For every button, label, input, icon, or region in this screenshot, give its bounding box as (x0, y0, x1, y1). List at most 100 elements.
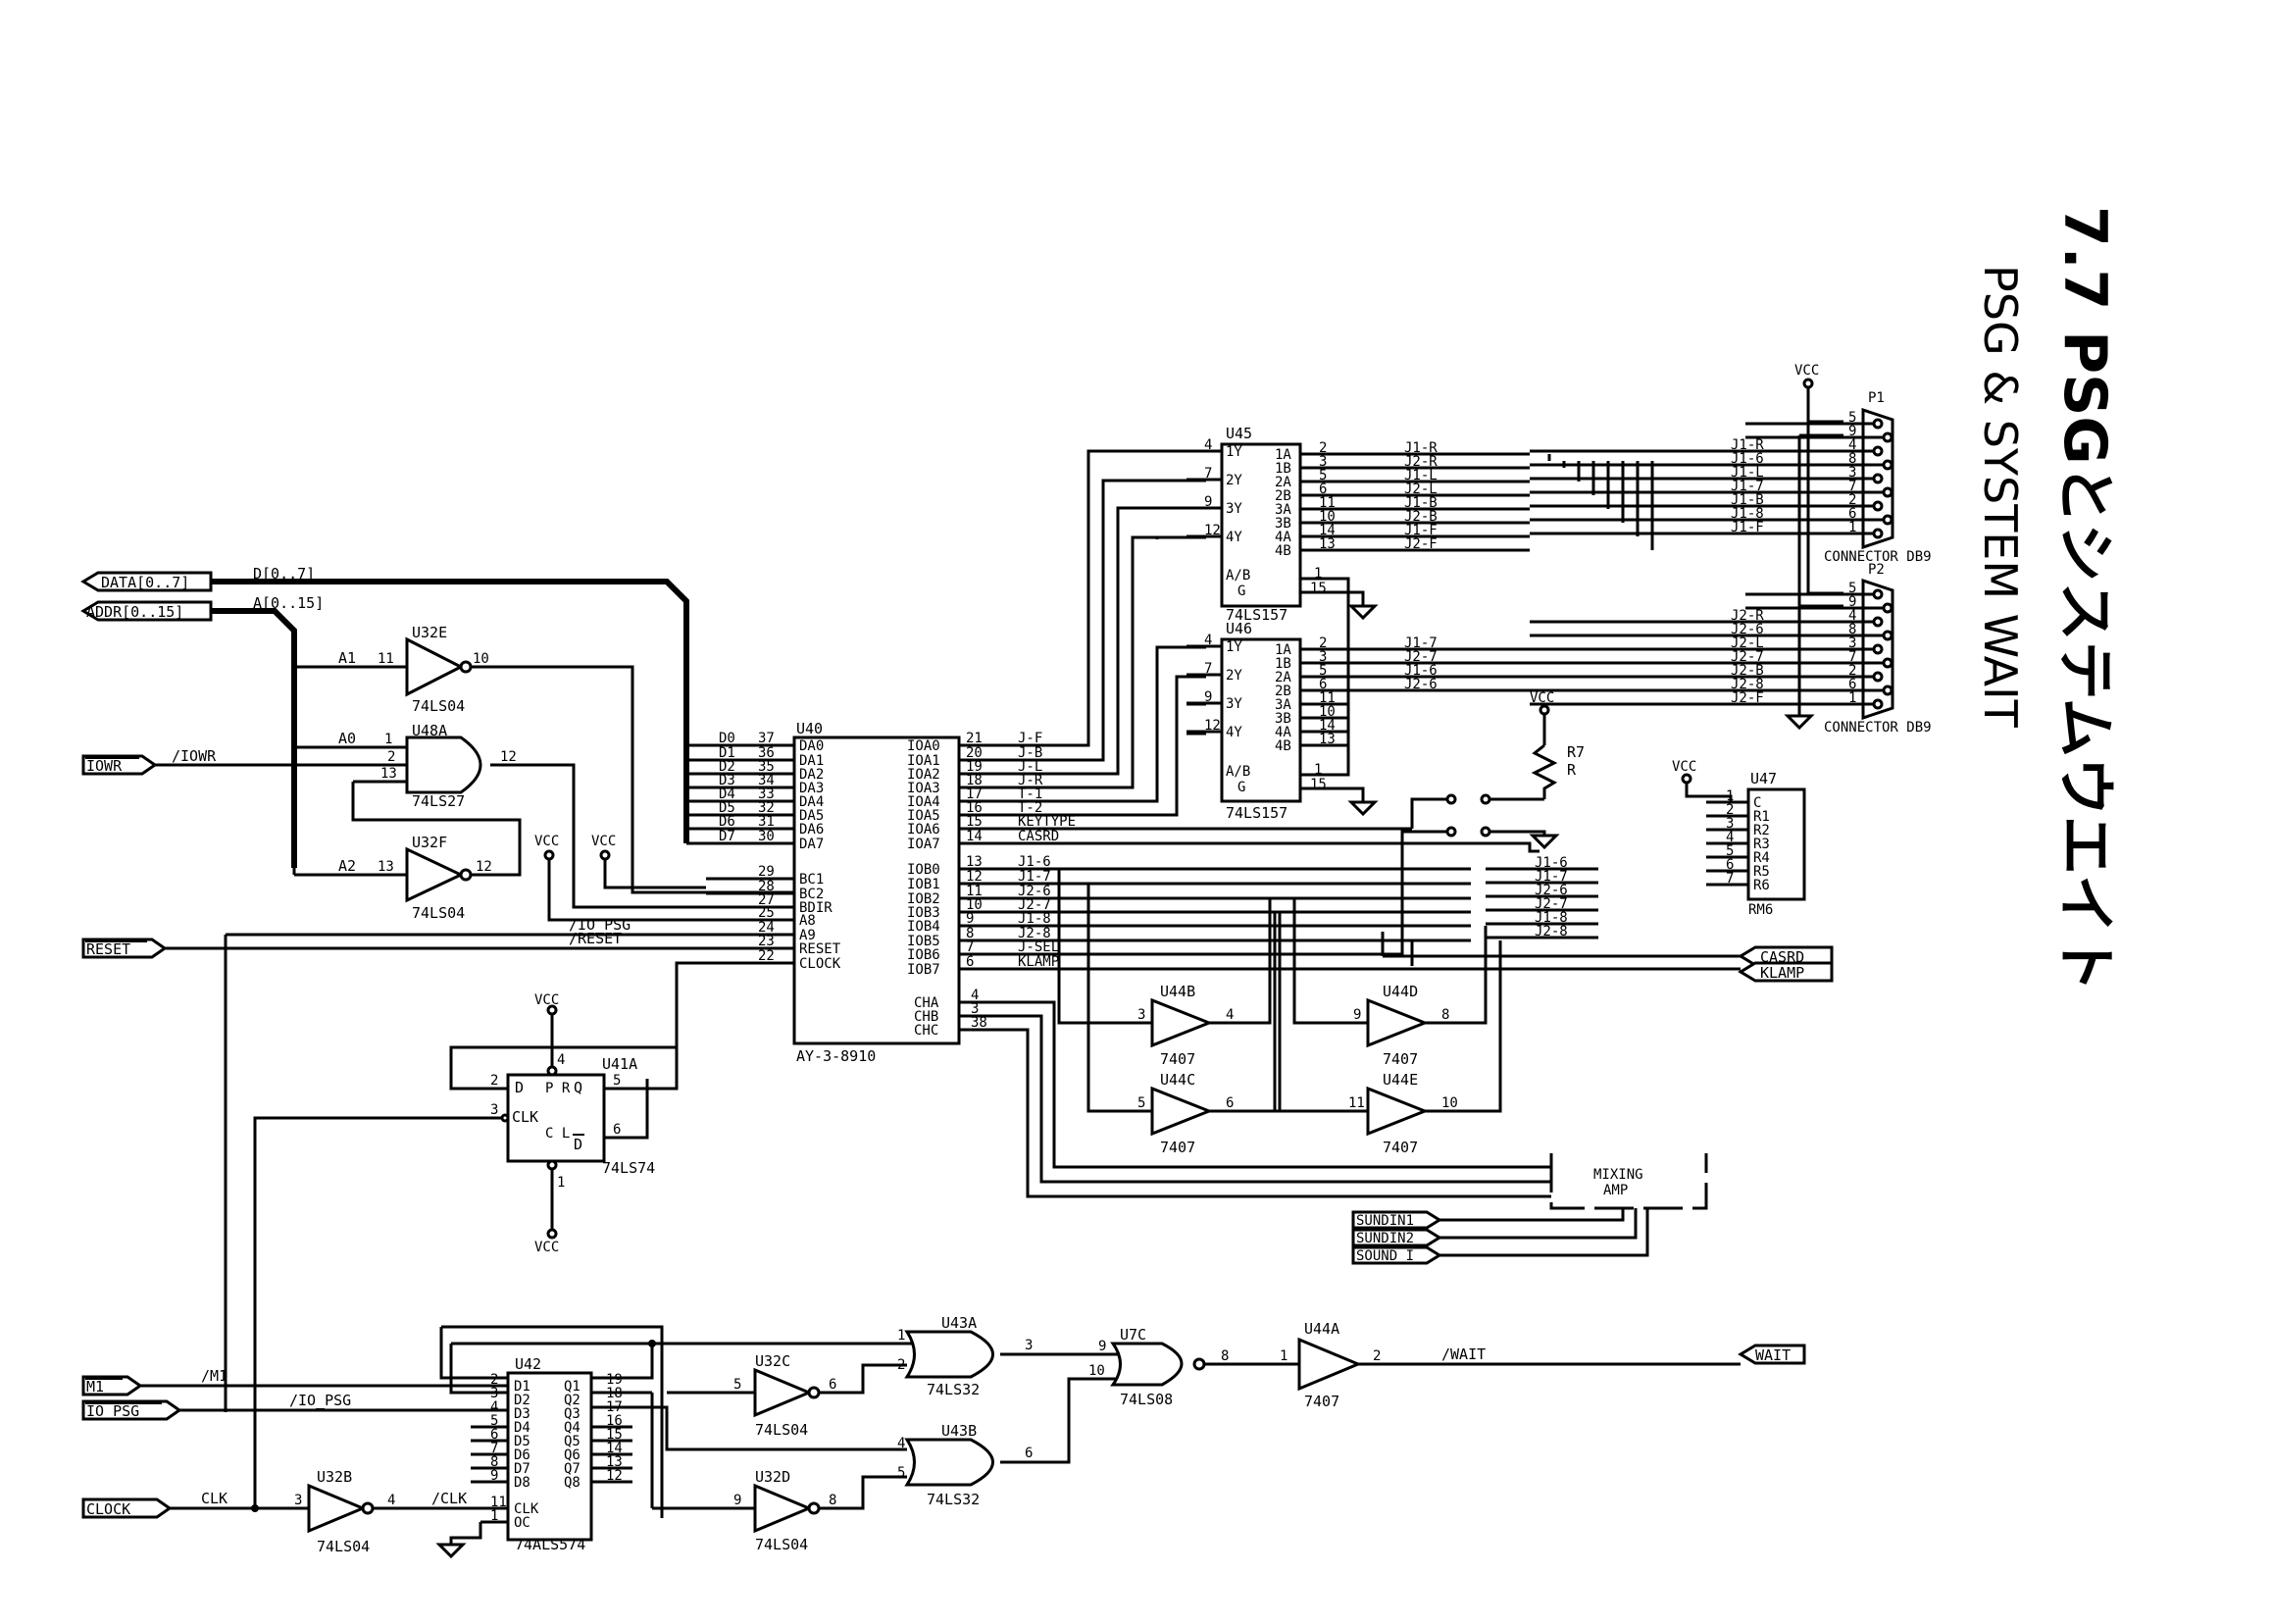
u40-pin-number: 31 (758, 814, 775, 830)
buses: D[0..7] A[0..15] (211, 565, 794, 868)
svg-text:U43B: U43B (941, 1422, 977, 1440)
u40-data-signal: D2 (719, 759, 735, 775)
u40-pin-name: DA2 (799, 767, 824, 783)
u42-right-name: Q3 (564, 1406, 581, 1422)
u32d-gate (753, 1483, 813, 1534)
net-wait: /WAIT (1441, 1345, 1486, 1363)
u42-ctrl-name: CLK (514, 1501, 539, 1517)
jnets-bottom: J1-6J1-7J2-6J2-7J1-8J2-8 (1486, 855, 1598, 939)
connector-pin (1872, 671, 1884, 683)
connector-p2: P2 594J2-R8J2-63J2-L7J2-72J2-B6J2-81J2-F… (1530, 562, 1932, 736)
u47-type: RM6 (1748, 902, 1773, 918)
mux-pin-name: 2B (1275, 488, 1291, 504)
port-addr-label: ADDR[0..15] (86, 603, 183, 621)
u40-io-pin: 19 (966, 759, 983, 775)
u42-left-name: D1 (514, 1379, 530, 1395)
u42-left-name: D5 (514, 1434, 530, 1449)
mux-pin-number: 2 (1319, 635, 1327, 651)
u40-io-name: IOB2 (907, 891, 940, 907)
svg-text:15: 15 (1310, 581, 1327, 596)
svg-text:U44D: U44D (1383, 983, 1418, 1000)
svg-text:A/B: A/B (1226, 764, 1250, 780)
mux-pin-name: 3A (1275, 697, 1291, 713)
p1-type: CONNECTOR DB9 (1824, 549, 1932, 565)
connector-pin-number: 2 (1848, 663, 1856, 679)
u40-pin-number: 24 (758, 920, 775, 936)
u45-ref: U45 (1226, 425, 1252, 442)
connector-pin (1882, 514, 1893, 526)
u32c-gate (753, 1367, 813, 1418)
mux-pin-number: 3 (1319, 649, 1327, 665)
svg-text:6: 6 (613, 1122, 621, 1138)
connector-pin-number: 7 (1848, 649, 1856, 665)
u40-io-pin: 10 (966, 897, 983, 913)
u42-ctrl-pin: 11 (490, 1495, 507, 1510)
u40-io-signal: J1-8 (1018, 911, 1051, 927)
svg-text:7407: 7407 (1383, 1050, 1418, 1068)
connector-signal: J1-L (1731, 465, 1764, 481)
svg-text:Q: Q (574, 1079, 582, 1096)
connector-pin (1872, 616, 1884, 628)
u42-ctrl-name: OC (514, 1515, 530, 1531)
u40-io-pin: 6 (966, 954, 974, 970)
mux-pin-name: 1A (1275, 642, 1291, 658)
title-main: 7.7 PSGとシステムウエイト (2050, 206, 2119, 992)
port-sundin2-label: SUNDIN2 (1356, 1231, 1414, 1246)
port-m1-label: M1 (86, 1378, 104, 1396)
u40-io-pin: 11 (966, 884, 983, 899)
connector-pin (1872, 643, 1884, 655)
u47-pin-name: R3 (1753, 837, 1770, 852)
u40-ref: U40 (796, 720, 823, 737)
u40-io-signal: J-B (1018, 745, 1042, 761)
mux-pin-number: 10 (1319, 509, 1336, 525)
net-m1: /M1 (201, 1367, 227, 1385)
net-a2: A2 (338, 857, 356, 875)
net-clk-n: /CLK (431, 1490, 467, 1507)
svg-text:7407: 7407 (1304, 1393, 1339, 1410)
svg-text:U32D: U32D (755, 1468, 790, 1486)
mix-type: AMP (1603, 1183, 1628, 1198)
u40-io-pin: 9 (966, 911, 974, 927)
mux-pin-number: 2 (1319, 440, 1327, 456)
u40-io-pin: 15 (966, 814, 983, 830)
mux-pin-name: 4A (1275, 725, 1291, 740)
u40-pin-name: CLOCK (799, 956, 841, 972)
u46-type: 74LS157 (1226, 804, 1287, 822)
svg-text:10: 10 (1088, 1363, 1105, 1379)
svg-text:U7C: U7C (1120, 1326, 1146, 1344)
u40-type: AY-3-8910 (796, 1047, 876, 1065)
u42-right-name: Q6 (564, 1447, 581, 1463)
mux-pin-name: 1A (1275, 447, 1291, 463)
u40-data-signal: D7 (719, 829, 735, 844)
connector-pin (1882, 486, 1893, 498)
port-klamp-label: KLAMP (1760, 964, 1804, 982)
u40-io-name: IOB1 (907, 877, 940, 892)
svg-text:3: 3 (1025, 1338, 1033, 1353)
connector-signal: J1-R (1731, 437, 1764, 453)
u32e-type: 74LS04 (412, 697, 465, 715)
left-ports: DATA[0..7] ADDR[0..15] IOWR RESET M1 IO_… (80, 571, 213, 1519)
u32f-gate (405, 846, 465, 903)
mix-label: MIXING (1593, 1167, 1643, 1183)
mux-pin-name: 4A (1275, 530, 1291, 545)
u48a-type: 74LS27 (412, 792, 465, 810)
port-data-label: DATA[0..7] (101, 574, 189, 591)
u47-pin-name: R2 (1753, 823, 1770, 838)
u40-ch-pin: 3 (971, 1001, 979, 1017)
svg-text:74LS04: 74LS04 (755, 1536, 808, 1553)
u40-io-signal: KEYTYPE (1018, 814, 1076, 830)
svg-text:U32C: U32C (755, 1352, 790, 1370)
connector-signal: J2-8 (1731, 677, 1764, 692)
mux-y-name: 3Y (1226, 501, 1242, 517)
mux-signal: J2-6 (1404, 677, 1438, 692)
u47-pin-name: R5 (1753, 864, 1770, 880)
u40-pin-name: A9 (799, 928, 816, 943)
mux-signal: J2-R (1404, 454, 1438, 470)
u42-left-name: D3 (514, 1406, 530, 1422)
u42-right-pin: 13 (606, 1454, 623, 1470)
u40-pin-name: DA1 (799, 753, 824, 769)
u42-left-pin: 5 (490, 1413, 498, 1429)
u40-ch-pin: 4 (971, 988, 979, 1003)
